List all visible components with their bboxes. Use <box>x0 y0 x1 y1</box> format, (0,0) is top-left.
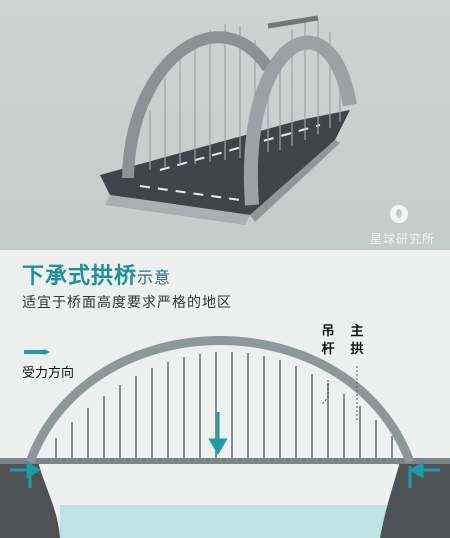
main-arch <box>25 336 415 464</box>
label-main-arch-char-1: 主 <box>350 324 364 339</box>
lane-marking <box>159 124 321 171</box>
label-hanger: 吊杆 <box>321 323 335 359</box>
title-main: 下承式拱桥 <box>22 264 138 289</box>
arch-back <box>122 31 274 179</box>
diagram-subtitle: 适宜于桥面高度要求严格的地区 <box>22 295 232 311</box>
arch-front <box>243 35 357 206</box>
bridge-3d-render <box>100 15 357 225</box>
diagram-title: 下承式拱桥示意 <box>22 258 171 290</box>
label-hanger-char-1: 吊 <box>321 324 335 339</box>
arch-brace <box>267 15 319 29</box>
label-main-arch-char-2: 拱 <box>350 342 364 357</box>
force-legend-arrow-icon <box>24 349 50 355</box>
label-main-arch: 主拱 <box>350 323 364 359</box>
right-bank <box>380 462 450 538</box>
left-bank <box>0 462 60 538</box>
force-arrows <box>10 412 440 488</box>
hanger-leader-line <box>321 380 329 405</box>
title-suffix: 示意 <box>137 268 172 287</box>
brand-name: 星球研究所 <box>370 232 436 246</box>
deck <box>0 458 450 464</box>
brand-logo-icon <box>390 205 408 223</box>
label-hanger-char-2: 杆 <box>321 342 335 357</box>
force-direction-label: 受力方向 <box>22 366 75 381</box>
water <box>60 505 390 538</box>
hangers <box>55 352 393 458</box>
bridge-elevation <box>0 336 450 538</box>
deck-edge <box>105 195 250 225</box>
deck-side <box>250 140 340 222</box>
